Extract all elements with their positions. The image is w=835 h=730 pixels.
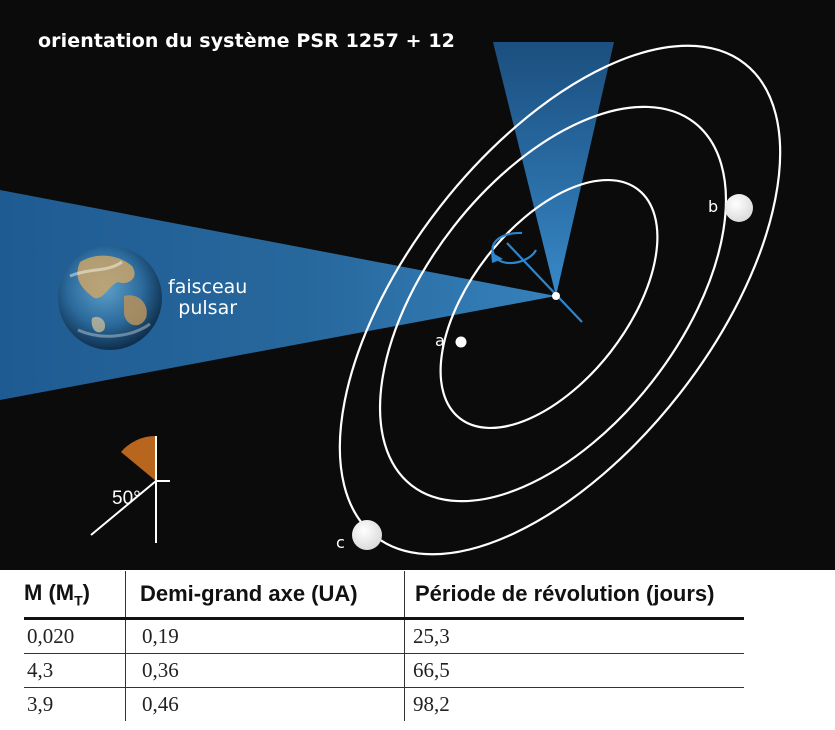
pulsar-system-illustration: orientation du système PSR 1257 + 12 fai… [0, 0, 835, 570]
header-mass: M (MT) [24, 571, 126, 620]
header-period: Période de révolution (jours) [404, 571, 744, 620]
cell-mass: 0,020 [24, 618, 126, 654]
planet-a-label: a [435, 331, 445, 350]
cell-mass: 4,3 [24, 653, 126, 688]
planet-b [725, 194, 753, 222]
orbit-a [439, 178, 659, 430]
table-row: 0,020 0,19 25,3 [24, 618, 744, 654]
beam-label-line1: faisceau [168, 276, 248, 298]
illustration-canvas [0, 42, 782, 556]
header-semi-major-axis: Demi-grand axe (UA) [125, 571, 405, 620]
table-row: 4,3 0,36 66,5 [24, 653, 744, 688]
table-header-row: M (MT) Demi-grand axe (UA) Période de ré… [24, 571, 744, 620]
cell-axis: 0,36 [125, 653, 405, 688]
pulsar-beam [0, 190, 556, 400]
cell-period: 98,2 [404, 687, 744, 721]
planet-b-label: b [708, 197, 719, 216]
inclination-angle-sector [121, 435, 156, 481]
figure-title: orientation du système PSR 1257 + 12 [38, 30, 455, 52]
cell-axis: 0,46 [125, 687, 405, 721]
beam-label: faisceau pulsar [168, 277, 247, 319]
planet-c [352, 520, 382, 550]
inclination-angle-label: 50° [112, 488, 141, 509]
cell-mass: 3,9 [27, 692, 54, 716]
planet-c-label: c [336, 533, 345, 552]
beam-label-line2: pulsar [178, 297, 238, 319]
cell-period: 66,5 [404, 653, 744, 688]
cell-axis: 0,19 [125, 618, 405, 654]
rotation-axis [506, 242, 583, 323]
cell-period: 25,3 [404, 618, 744, 654]
inclination-indicator [90, 435, 170, 543]
earth-icon [58, 246, 162, 350]
orbit-b [378, 105, 728, 503]
pulsar [552, 292, 560, 300]
table-row: 3,9 0,46 98,2 [24, 687, 744, 721]
pulsar-beam-opposite [493, 42, 614, 296]
planet-data-table: M (MT) Demi-grand axe (UA) Période de ré… [24, 571, 744, 721]
spin-arrow-head-icon [491, 252, 503, 263]
planet-a [455, 336, 467, 348]
